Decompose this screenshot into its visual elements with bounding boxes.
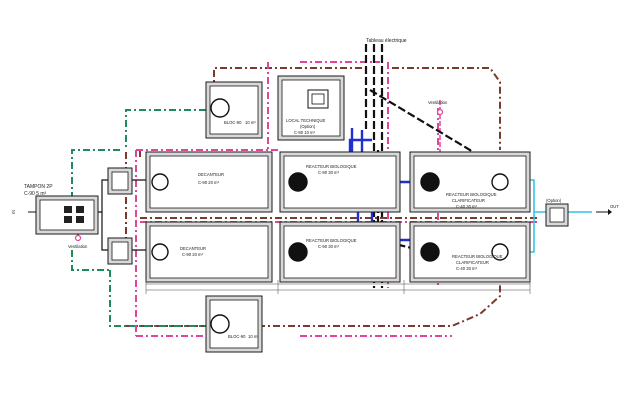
out-label: OUT — [610, 204, 619, 209]
manhole-bloc-bot — [210, 314, 230, 334]
outlet-arrow — [596, 209, 612, 215]
splitter-box-bot — [107, 237, 133, 265]
tank-decanteur-top-inner — [149, 155, 269, 209]
bloc-top-capacity: 10 m³ — [245, 120, 256, 125]
tank-tampon — [35, 195, 99, 235]
manhole-clar-bot — [491, 243, 509, 261]
tank-decanteur-bot-inner — [149, 225, 269, 279]
tampon-title: TAMPON 2P — [24, 184, 53, 190]
splitter-box-bot-inner — [111, 241, 129, 261]
in-label: IN — [11, 210, 16, 214]
local-title: LOCAL TECHNIQUE — [286, 118, 326, 123]
tank-decanteur-bot — [145, 221, 273, 283]
equipment-cabinet — [307, 89, 329, 109]
dec-top-title: DECANTEUR — [198, 172, 224, 177]
vent-left-label: Ventilation — [68, 244, 88, 249]
tank-reacteur-top — [279, 151, 401, 213]
pump-bio-top — [288, 172, 308, 192]
tank-tampon-inner — [39, 199, 95, 231]
clar-bot-capacity: C-40 30 m³ — [456, 266, 478, 271]
tampon-capacity: C-90 5 m³ — [24, 191, 47, 197]
tampon-pump-1 — [76, 206, 84, 213]
option-label: (Option) — [546, 198, 562, 203]
bio-bot-capacity: C-90 30 m³ — [318, 244, 340, 249]
vent-right-marker — [436, 108, 444, 116]
splitter-box-top-inner — [111, 171, 129, 191]
bloc-bot-capacity: 10 m³ — [248, 334, 259, 339]
tanks-layer — [35, 75, 569, 353]
tampon-pump-3 — [76, 216, 84, 223]
bloc-top-title: BLOC-90 — [224, 120, 242, 125]
equipment-panel — [311, 93, 325, 105]
clar-top-capacity: C-40 30 m³ — [456, 204, 478, 209]
vent-left-marker — [74, 234, 82, 242]
tampon-pump-2 — [64, 216, 72, 223]
clar-bot-line2: CLARIFICATEUR — [456, 260, 489, 265]
bio-bot-title: REACTEUR BIOLOGIQUE — [306, 238, 357, 243]
splitter-box-top — [107, 167, 133, 195]
local-capacity: C-90 10 m³ — [294, 130, 316, 135]
clar-bot-line1: REACTEUR BIOLOGIQUE — [452, 254, 503, 259]
green-pipe-network — [71, 109, 206, 327]
vent-right-label: Ventilation — [428, 100, 448, 105]
dec-bot-title: DECANTEUR — [180, 246, 206, 251]
clar-top-line2: CLARIFICATEUR — [452, 198, 485, 203]
local-option: (Option) — [300, 124, 316, 129]
pump-clar-top — [420, 172, 440, 192]
pump-bio-bot — [288, 242, 308, 262]
electric-board-label: Tableau électrique — [366, 38, 407, 44]
tampon-pump-0 — [64, 206, 72, 213]
manhole-dec-top — [151, 173, 169, 191]
manhole-clar-top — [491, 173, 509, 191]
pump-clar-bot — [420, 242, 440, 262]
dimension-lines — [145, 280, 531, 294]
bio-top-title: REACTEUR BIOLOGIQUE — [306, 164, 357, 169]
manhole-bloc-top — [210, 98, 230, 118]
option-box — [545, 203, 569, 227]
manhole-dec-bot — [151, 243, 169, 261]
option-box-inner — [549, 207, 565, 223]
bloc-bot-title: BLOC-90 — [228, 334, 246, 339]
bio-top-capacity: C-90 30 m³ — [318, 170, 340, 175]
dec-top-capacity: C-90 20 m³ — [198, 180, 220, 185]
brown-pipe-network — [125, 67, 540, 327]
dec-bot-capacity: C-90 20 m³ — [182, 252, 204, 257]
clar-top-line1: REACTEUR BIOLOGIQUE — [446, 192, 497, 197]
